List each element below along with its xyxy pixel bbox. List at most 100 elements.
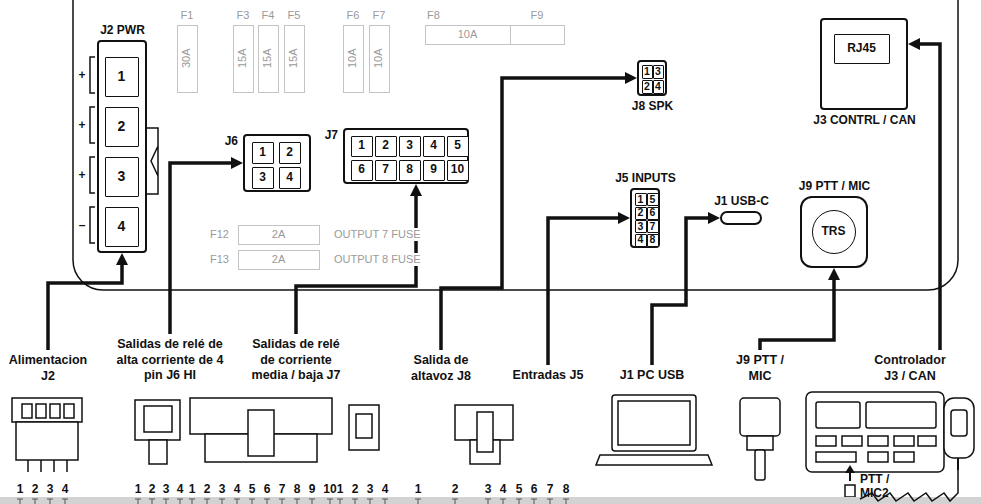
plug-drawings (12, 392, 974, 497)
cable-arrow (548, 212, 630, 365)
pin-number: 8 (294, 482, 301, 496)
cable-label: Entradas J5 (503, 368, 593, 384)
pin-tick (531, 499, 537, 504)
value-text: 2A (272, 253, 285, 266)
value-text: 4 (118, 218, 126, 234)
arrow-head (625, 72, 637, 84)
value-text: 7 (382, 163, 389, 177)
pin-number: 3 (367, 482, 374, 496)
pin-number: 9 (309, 482, 316, 496)
pin-cell: 7 (375, 160, 397, 181)
fuse-box: F515A (284, 25, 305, 93)
cable-label: J9 PTT / MIC (729, 353, 791, 384)
callout-label: PTT / MIC2 (860, 472, 904, 501)
cable-label: Salidas de relé de alta corriente de 4 p… (115, 337, 225, 384)
value-text: RJ45 (847, 42, 876, 56)
fuse-box: F132AOUTPUT 8 FUSE (238, 250, 320, 270)
cable-line (170, 163, 233, 334)
value-text: 2 (382, 139, 389, 153)
pin-tick (163, 499, 169, 504)
pin-tick (327, 499, 333, 504)
rj45-housing: J3 CONTRL / CANRJ45 (820, 18, 908, 110)
pin-number: 7 (279, 482, 286, 496)
pin-number: 1 (17, 482, 24, 496)
pin-tick (500, 499, 506, 504)
fuse-box: F130A (177, 25, 198, 93)
part-label: F4 (262, 9, 275, 22)
value-text: 30A (181, 49, 194, 69)
pin-number: 2 (204, 482, 211, 496)
pin-cell: 5 (447, 136, 469, 157)
value-text: 3 (638, 220, 644, 232)
pin-cell: 4 (653, 80, 664, 94)
polarity-sign: – (79, 218, 86, 232)
value-text: OUTPUT 8 FUSE (332, 253, 423, 266)
pin-tick (219, 499, 225, 504)
pin-cell: 9 (423, 160, 445, 181)
pin-cell: 2 (279, 142, 301, 164)
pin-number: 5 (249, 482, 256, 496)
fuse-box: F610A (343, 25, 364, 93)
pin-number: 2 (32, 482, 39, 496)
polarity-sign: + (78, 118, 85, 132)
pin-number: 4 (500, 482, 507, 496)
value-text: 6 (358, 163, 365, 177)
part-label: J8 SPK (632, 100, 673, 114)
coiled-cable (860, 470, 958, 501)
pin-cell: 3 (653, 65, 664, 79)
pin-number: 2 (452, 482, 459, 496)
pin-tick (249, 499, 255, 504)
value-text: 15A (288, 49, 301, 69)
usb-c-port: J1 USB-C (720, 211, 762, 225)
polarity-sign: + (78, 68, 85, 82)
part-label: J9 PTT / MIC (799, 180, 870, 194)
cable-label: Salidas de relé de corriente media / baj… (244, 337, 348, 384)
fuse-box: F9 (510, 25, 565, 45)
value-text: 4 (655, 80, 661, 92)
value-text: 4 (430, 139, 437, 153)
rj45-socket: RJ45 (834, 34, 890, 64)
part-label: F8 (427, 9, 440, 22)
value-text: 2 (638, 206, 644, 218)
pin-number: 4 (234, 482, 241, 496)
value-text: 8 (406, 163, 413, 177)
value-text: 9 (430, 163, 437, 177)
pin-tick (204, 499, 210, 504)
pin-cell: 2 (105, 107, 139, 147)
cable-arrow (652, 212, 720, 365)
pin-number: 5 (516, 482, 523, 496)
pin-cell: 1 (252, 142, 274, 164)
pin-number: 3 (485, 482, 492, 496)
cable-label: J9 PTT / MIC (729, 353, 791, 384)
value-text: 10A (458, 28, 478, 41)
pin-band (0, 497, 981, 504)
pin-cell: 4 (105, 207, 139, 247)
part-label: F13 (210, 253, 229, 266)
part-label: F1 (181, 9, 194, 22)
pin-tick (352, 499, 358, 504)
value-text: 1 (259, 146, 266, 160)
value-text: 5 (650, 193, 656, 205)
pin-cell: 1 (642, 65, 653, 79)
part-label: J3 CONTRL / CAN (813, 114, 915, 128)
jack-housing: J9 PTT / MICTRS (800, 196, 868, 268)
part-label: F9 (531, 9, 544, 22)
polarity-sign: + (78, 168, 85, 182)
cable-label: J1 PC USB (612, 368, 692, 384)
part-label: J5 INPUTS (615, 172, 676, 186)
part-label: F3 (237, 9, 250, 22)
cable-line (652, 218, 710, 365)
value-text: 1 (358, 139, 365, 153)
value-text: OUTPUT 7 FUSE (332, 228, 423, 241)
value-text: 1 (118, 68, 126, 84)
pin-number: 8 (563, 482, 570, 496)
cable-arrow (48, 253, 128, 350)
housing-notch (147, 128, 158, 194)
value-text: 1 (644, 65, 650, 77)
pin-tick (17, 499, 23, 504)
pin-cell: 2 (375, 136, 397, 157)
pin-number: 6 (264, 482, 271, 496)
arrow-head (828, 268, 840, 280)
cable-label: Salidas de relé de corriente media / baj… (244, 337, 348, 384)
pin-tick (32, 499, 38, 504)
